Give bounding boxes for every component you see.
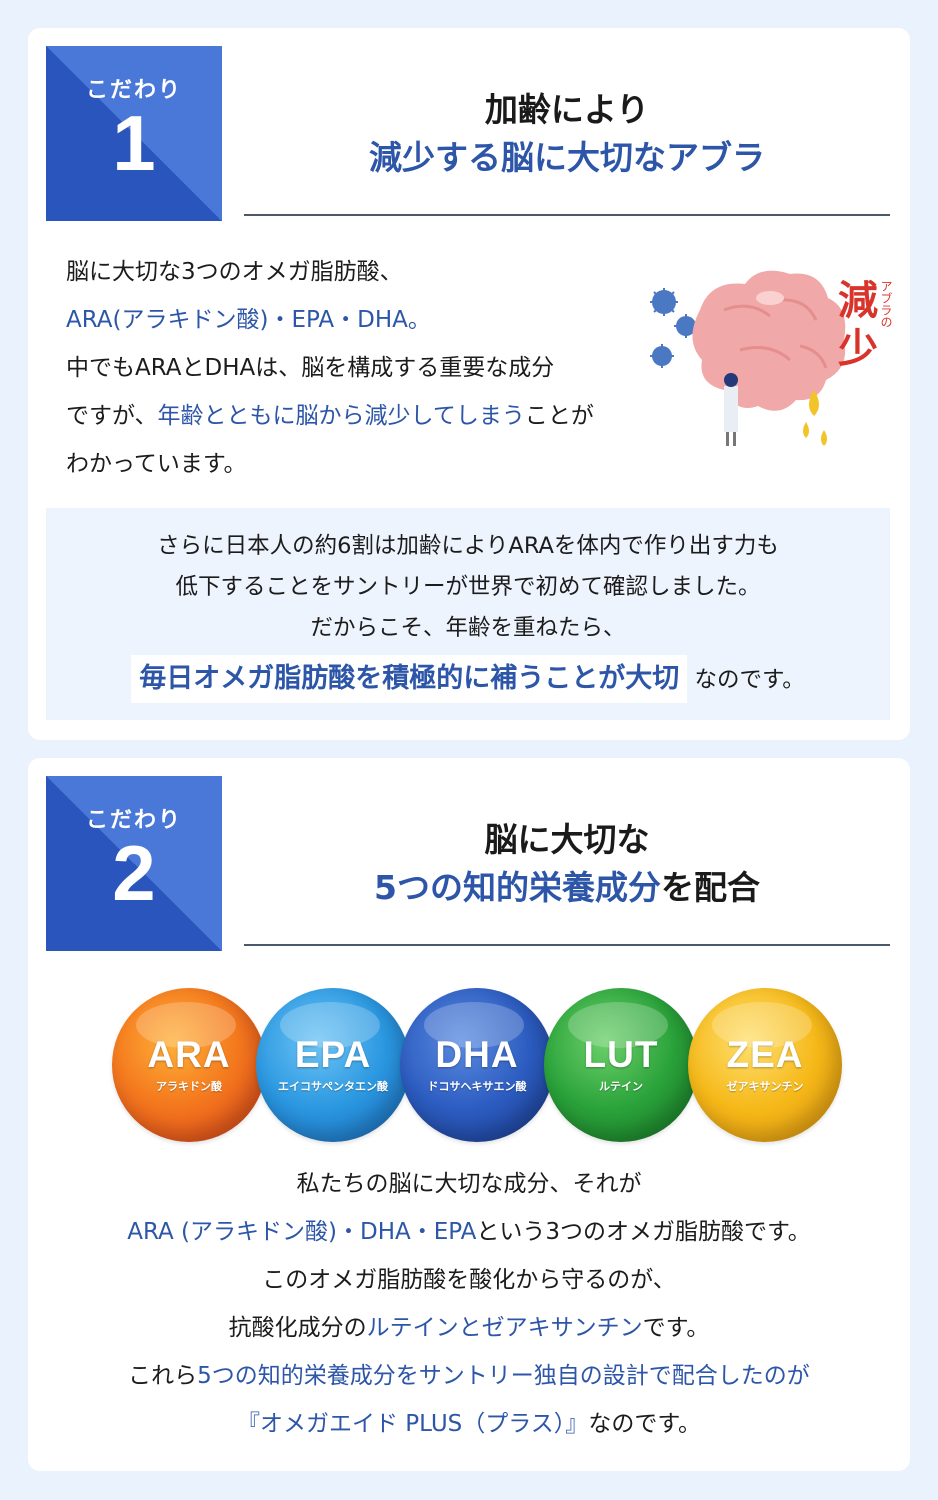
text: ですが、: [66, 403, 158, 429]
capsule-abbr: DHA: [435, 1034, 519, 1075]
highlight-line: だからこそ、年齢を重ねたら、: [310, 615, 626, 641]
svg-text:減: 減: [838, 278, 878, 324]
body-line: 抗酸化成分のルテインとゼアキサンチンです。: [28, 1304, 910, 1352]
heading-suffix: を配合: [660, 868, 760, 907]
body-line: これら5つの知的栄養成分をサントリー独自の設計で配合したのが: [28, 1352, 910, 1400]
body-line: わかっています。: [66, 451, 247, 477]
capsule-zea-icon: ZEA ゼアキサンチン: [688, 988, 842, 1142]
capsule-ara-icon: ARA アラキドン酸: [112, 988, 266, 1142]
section-body: 脳に大切な3つのオメガ脂肪酸、 ARA(アラキドン酸)・EPA・DHA。 中でも…: [66, 248, 594, 488]
badge-label: こだわり: [85, 78, 182, 103]
heading-line-1: 脳に大切な: [484, 820, 650, 859]
text: 抗酸化成分の: [228, 1315, 367, 1341]
feature-badge: こだわり 2: [46, 776, 222, 951]
feature-badge: こだわり 1: [46, 46, 222, 221]
highlight-text: ARA (アラキドン酸)・DHA・EPA: [127, 1219, 477, 1245]
emphasis-suffix: なのです。: [694, 667, 805, 693]
capsule-lut-icon: LUT ルテイン: [544, 988, 698, 1142]
body-line: このオメガ脂肪酸を酸化から守るのが、: [262, 1267, 676, 1293]
heading-line-2: 5つの知的栄養成分を配合: [244, 864, 890, 912]
heading-divider: [244, 214, 890, 216]
badge-label: こだわり: [85, 808, 182, 833]
capsule-name: アラキドン酸: [156, 1080, 222, 1093]
heading-line-2: 減少する脳に大切なアブラ: [369, 138, 765, 177]
body-line: ARA (アラキドン酸)・DHA・EPAという3つのオメガ脂肪酸です。: [28, 1208, 910, 1256]
body-line: 私たちの脳に大切な成分、それが: [296, 1171, 642, 1197]
text: ことが: [524, 403, 594, 429]
emphasis-row: 毎日オメガ脂肪酸を積極的に補うことが大切 なのです。: [46, 655, 890, 703]
feature-card-1: こだわり 1 加齢により 減少する脳に大切なアブラ 脳に大切な3つのオメガ脂肪酸…: [28, 28, 910, 740]
capsule-abbr: LUT: [583, 1034, 659, 1075]
body-line: 脳に大切な3つのオメガ脂肪酸、: [66, 259, 403, 285]
capsule-abbr: EPA: [294, 1034, 372, 1075]
text: という3つのオメガ脂肪酸です。: [476, 1219, 811, 1245]
section-heading: 脳に大切な 5つの知的栄養成分を配合: [244, 816, 890, 912]
feature-card-2: こだわり 2 脳に大切な 5つの知的栄養成分を配合 ARA アラキドン酸 EPA…: [28, 758, 910, 1471]
body-line: 中でもARAとDHAは、脳を構成する重要な成分: [66, 355, 555, 381]
text: なのです。: [588, 1411, 702, 1437]
highlight-text: 年齢とともに脳から減少してしまう: [157, 403, 525, 429]
svg-text:アブラの: アブラの: [879, 280, 893, 328]
heading-line-1: 加齢により: [484, 90, 650, 129]
heading-divider: [244, 944, 890, 946]
section-body: 私たちの脳に大切な成分、それが ARA (アラキドン酸)・DHA・EPAという3…: [28, 1160, 910, 1448]
emphasis-text: 毎日オメガ脂肪酸を積極的に補うことが大切: [131, 655, 688, 703]
capsule-name: ドコサヘキサエン酸: [427, 1080, 527, 1093]
section-heading: 加齢により 減少する脳に大切なアブラ: [244, 86, 890, 182]
badge-number: 1: [112, 99, 156, 187]
capsule-name: ルテイン: [599, 1080, 643, 1093]
text: これら: [128, 1363, 198, 1389]
highlight-text: 5つの知的栄養成分をサントリー独自の設計で配合したのが: [197, 1363, 810, 1389]
body-line-highlight: ARA(アラキドン酸)・EPA・DHA。: [66, 307, 431, 333]
capsule-name: エイコサペンタエン酸: [278, 1080, 388, 1093]
capsule-abbr: ARA: [147, 1034, 231, 1075]
nutrient-capsules: ARA アラキドン酸 EPA エイコサペンタエン酸 DHA ドコサヘキサエン酸 …: [112, 988, 842, 1148]
highlight-line: さらに日本人の約6割は加齢によりARAを体内で作り出す力も: [157, 533, 779, 559]
capsule-name: ゼアキサンチン: [726, 1080, 804, 1093]
product-name: 『オメガエイド PLUS（プラス）』: [236, 1411, 589, 1437]
capsule-dha-icon: DHA ドコサヘキサエン酸: [400, 988, 554, 1142]
capsule-abbr: ZEA: [726, 1034, 804, 1075]
capsule-epa-icon: EPA エイコサペンタエン酸: [256, 988, 410, 1142]
body-line: ですが、年齢とともに脳から減少してしまうことが: [66, 392, 594, 440]
highlight-text: ルテインとゼアキサンチン: [366, 1315, 643, 1341]
body-line: 『オメガエイド PLUS（プラス）』なのです。: [28, 1400, 910, 1448]
brain-oil-decrease-icon: 減 少 アブラの: [640, 250, 900, 460]
svg-text:少: 少: [838, 326, 878, 372]
heading-highlight: 5つの知的栄養成分: [374, 868, 661, 907]
highlight-line: 低下することをサントリーが世界で初めて確認しました。: [175, 574, 761, 600]
badge-number: 2: [112, 829, 156, 917]
text: です。: [642, 1315, 710, 1341]
highlight-box: さらに日本人の約6割は加齢によりARAを体内で作り出す力も 低下することをサント…: [46, 508, 890, 720]
